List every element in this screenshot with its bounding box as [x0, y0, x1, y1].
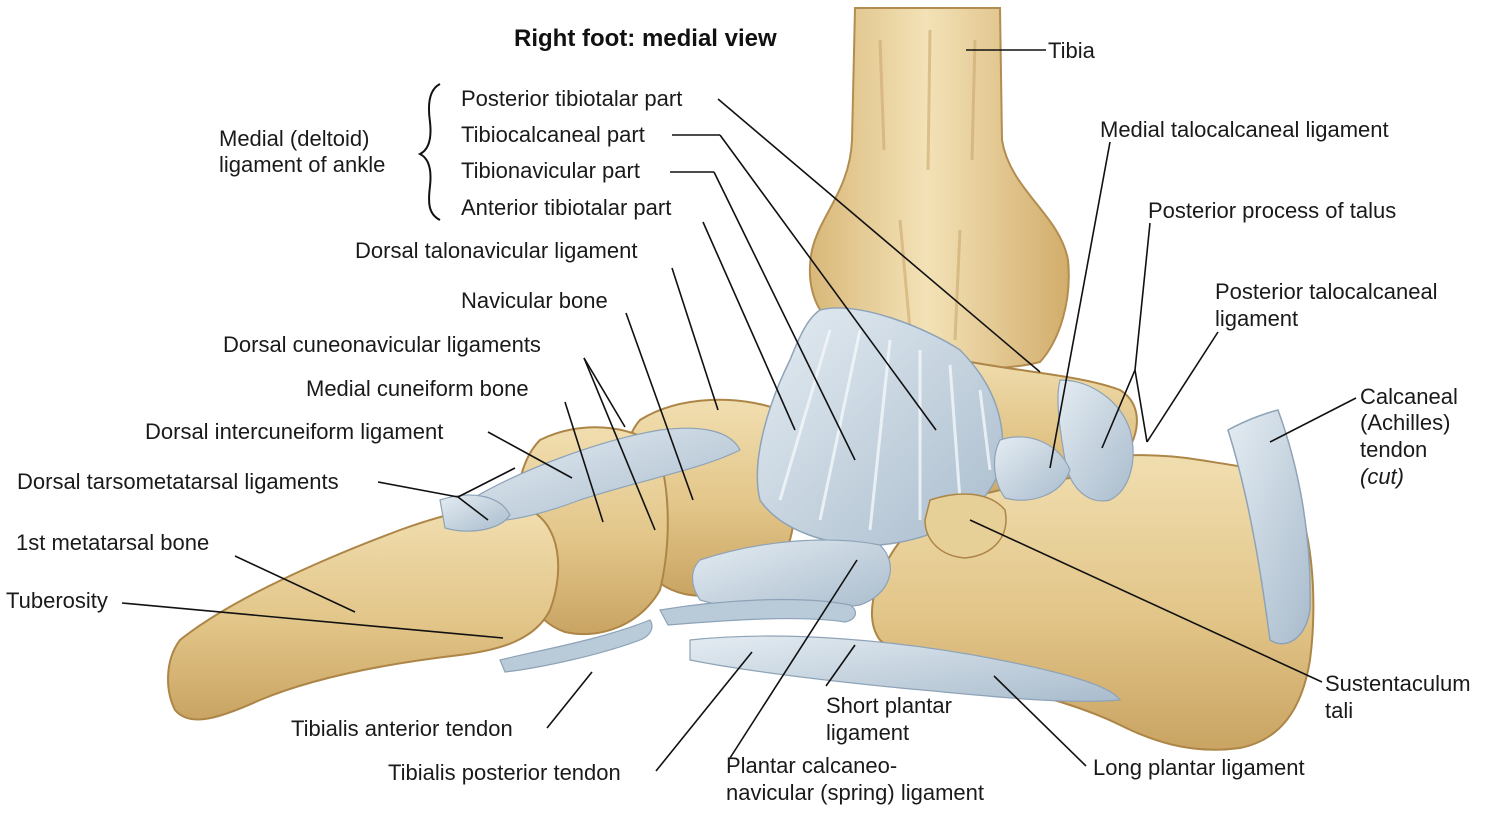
label-calcaneal-line2: (Achilles) [1360, 410, 1451, 435]
label-short-plantar-line2: ligament [826, 720, 910, 745]
label-dorsal-talonavicular: Dorsal talonavicular ligament [355, 238, 638, 263]
label-dorsal-tarsometatarsal: Dorsal tarsometatarsal ligaments [17, 469, 339, 494]
dorsal-tarsometatarsal-band [439, 494, 511, 532]
label-tuberosity: Tuberosity [6, 588, 108, 613]
label-posterior-process-talus: Posterior process of talus [1148, 198, 1397, 223]
label-posterior-tibiotalar: Posterior tibiotalar part [461, 86, 683, 111]
tibia-texture [878, 29, 977, 341]
tibialis-posterior-tendon [659, 598, 857, 626]
label-dorsal-cuneonavicular: Dorsal cuneonavicular ligaments [223, 332, 541, 357]
deltoid-group-label-line1: Medial (deltoid) [219, 126, 370, 151]
label-medial-talocalcaneal-ligament: Medial talocalcaneal ligament [1100, 117, 1389, 142]
spring-ligament [691, 539, 891, 612]
label-sustentaculum-line2: tali [1325, 698, 1354, 723]
deltoid-fibers [778, 329, 992, 531]
label-spring-ligament-line1: Plantar calcaneo- [726, 753, 898, 778]
label-posterior-talocalcaneal-line2: ligament [1215, 306, 1299, 331]
achilles-tendon [1227, 409, 1311, 645]
label-short-plantar-line1: Short plantar [826, 693, 952, 718]
leader-lines [121, 49, 1357, 772]
figure-title: Right foot: medial view [514, 25, 777, 52]
sustentaculum-tali [924, 493, 1007, 559]
deltoid-brace [417, 83, 441, 221]
label-tibionavicular: Tibionavicular part [461, 158, 640, 183]
first-metatarsal-bone [167, 505, 560, 721]
label-sustentaculum-line1: Sustentaculum [1325, 671, 1471, 696]
deltoid-group-label-line2: ligament of ankle [219, 152, 386, 177]
dorsal-ligaments-band [469, 427, 741, 522]
label-dorsal-intercuneiform: Dorsal intercuneiform ligament [145, 419, 444, 444]
label-tibia: Tibia [1048, 38, 1095, 63]
label-spring-ligament-line2: navicular (spring) ligament [726, 780, 984, 805]
label-first-metatarsal: 1st metatarsal bone [16, 530, 210, 555]
label-calcaneal-line3: tendon [1360, 437, 1428, 462]
label-calcaneal-line1: Calcaneal [1360, 384, 1458, 409]
posterior-talocalcaneal-ligament [1057, 379, 1134, 502]
tibialis-anterior-tendon [499, 619, 653, 673]
label-tibiocalcaneal: Tibiocalcaneal part [461, 122, 645, 147]
label-calcaneal-line4: (cut) [1360, 464, 1404, 489]
label-anterior-tibiotalar: Anterior tibiotalar part [461, 195, 672, 220]
label-medial-cuneiform: Medial cuneiform bone [306, 376, 529, 401]
label-tibialis-anterior-tendon: Tibialis anterior tendon [291, 716, 513, 741]
label-tibialis-posterior-tendon: Tibialis posterior tendon [388, 760, 621, 785]
label-long-plantar: Long plantar ligament [1093, 755, 1305, 780]
medial-talocalcaneal-ligament [993, 436, 1071, 501]
label-navicular-bone: Navicular bone [461, 288, 608, 313]
label-posterior-talocalcaneal-line1: Posterior talocalcaneal [1215, 279, 1438, 304]
